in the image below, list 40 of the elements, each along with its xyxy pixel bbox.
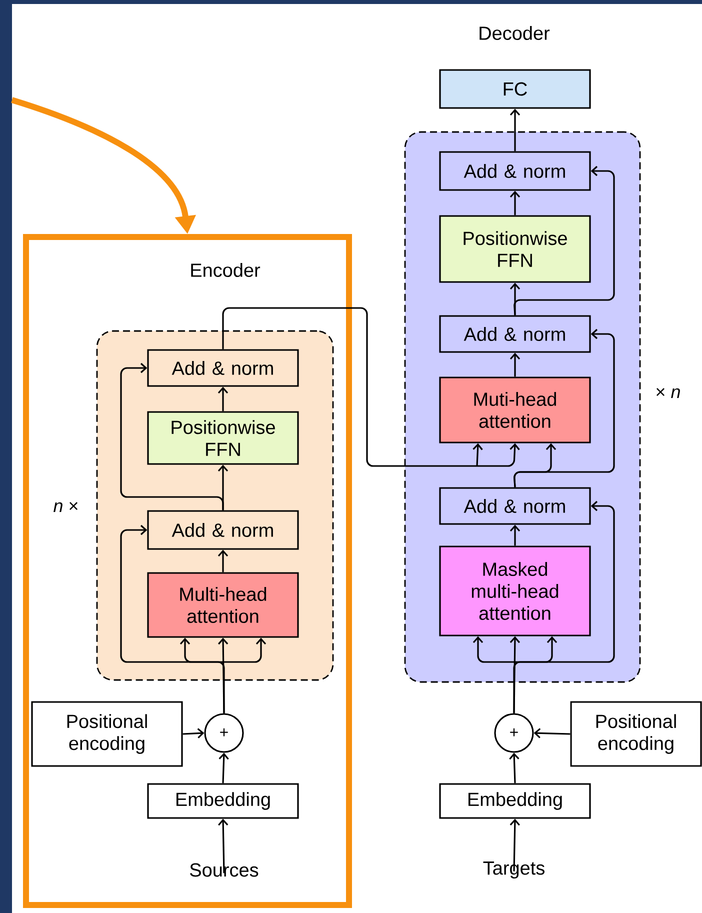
- process-box: Embedding: [439, 783, 591, 819]
- heading: Decoder: [480, 26, 550, 40]
- arrow: [218, 550, 228, 572]
- heading: Encoder: [191, 263, 260, 277]
- process-box: Positionwise FFN: [439, 215, 591, 283]
- process-box: Embedding: [147, 783, 299, 819]
- arrow: [218, 752, 229, 784]
- arrow: [510, 190, 520, 216]
- process-box: Add & norm: [439, 487, 591, 525]
- process-box: Add & norm: [147, 349, 299, 387]
- process-box: Masked multi-head attention: [439, 546, 591, 636]
- arrow: [514, 328, 615, 488]
- arrow: [218, 818, 228, 874]
- arrow: [514, 166, 615, 316]
- arrow: [510, 818, 520, 872]
- process-box: Add & norm: [439, 315, 591, 353]
- arrow: [534, 728, 570, 738]
- input-label: Targets: [483, 862, 544, 878]
- arrow: [510, 352, 520, 377]
- input-label: Sources: [190, 863, 258, 877]
- arrow: [182, 728, 204, 738]
- process-box: Multi-head attention: [147, 572, 299, 638]
- arrow: [513, 500, 615, 714]
- process-box: Positional encoding: [570, 701, 702, 767]
- arrow: [510, 282, 520, 316]
- process-box: Positionwise FFN: [147, 411, 299, 465]
- process-box: Add & norm: [439, 151, 591, 191]
- process-box: Add & norm: [147, 510, 299, 550]
- arrow: [510, 108, 520, 152]
- arrow: [510, 524, 520, 546]
- process-box: Positional encoding: [31, 701, 183, 767]
- arrow: [222, 307, 520, 467]
- arrow: [218, 386, 228, 412]
- process-box: FC: [439, 69, 591, 109]
- process-box: Muti-head attention: [439, 376, 591, 444]
- arrow: [509, 752, 520, 784]
- arrow: [120, 362, 224, 510]
- arrow: [120, 524, 225, 714]
- repeat-label: n ×: [54, 502, 78, 512]
- repeat-label: × n: [656, 388, 680, 398]
